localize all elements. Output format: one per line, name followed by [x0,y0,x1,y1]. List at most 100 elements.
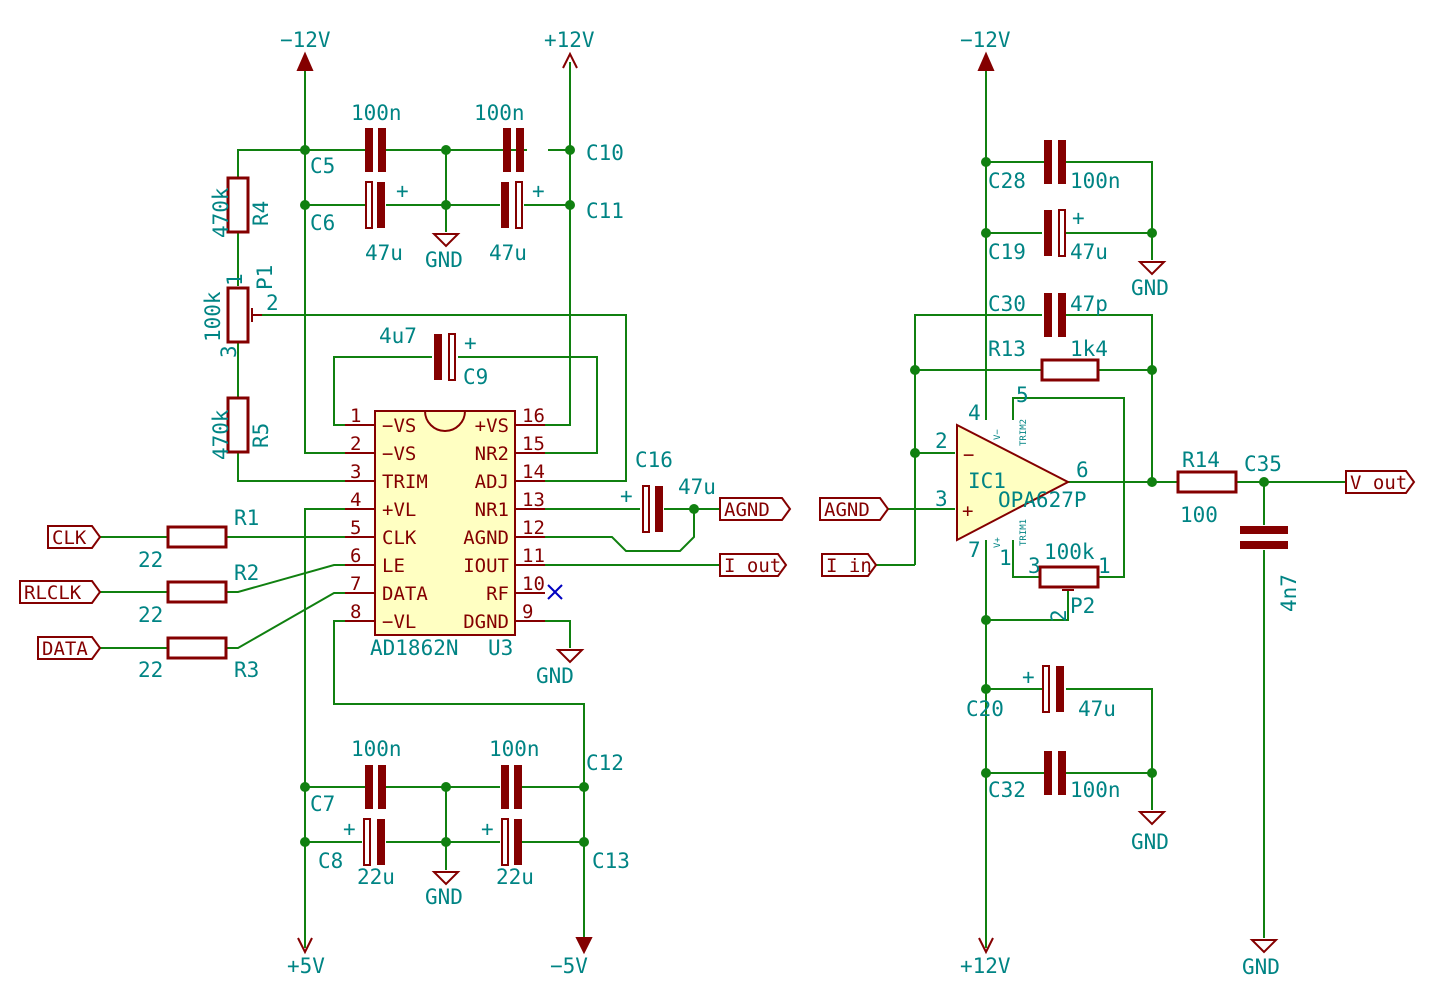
power-plus12v-left: +12V [544,28,595,69]
svg-text:2: 2 [935,429,948,453]
resistor-r2: R2 22 [138,561,259,627]
svg-text:+: + [1072,206,1085,230]
svg-text:C16: C16 [635,448,673,472]
u3-pin-number: 3 [350,461,361,483]
svg-text:C7: C7 [310,792,335,816]
svg-text:U3: U3 [488,636,513,660]
u3-pin-name: DGND [463,611,509,633]
potentiometer-p1: 100k P1 1 2 3 [201,265,279,358]
capacitor-c13: + 22u C13 [481,817,630,889]
svg-text:47u: 47u [678,475,716,499]
capacitor-c7: 100n C7 [310,737,402,816]
gnd-symbol-3: GND [425,871,463,909]
capacitor-c6: + 47u C6 [310,179,409,265]
svg-text:V_out: V_out [1350,472,1407,494]
svg-text:100n: 100n [1070,778,1121,802]
svg-text:V+: V+ [993,537,1003,548]
gnd-symbol-5: GND [1131,811,1169,854]
resistor-r13: R13 1k4 [988,337,1108,382]
svg-text:GND: GND [1131,830,1169,854]
u3-pin-number: 8 [350,601,361,623]
resistor-r5: 470k R5 [209,396,273,460]
svg-text:47u: 47u [365,241,403,265]
svg-text:+: + [481,817,494,841]
svg-text:7: 7 [968,538,981,562]
junctions-right [910,157,1269,778]
svg-text:C9: C9 [463,365,488,389]
u3-pin-name: NR1 [475,499,509,521]
svg-text:470k: 470k [209,187,233,238]
svg-text:I_in: I_in [826,555,872,577]
gnd-symbol-2: GND [536,649,585,688]
svg-text:1: 1 [999,546,1012,570]
svg-text:C19: C19 [988,240,1026,264]
svg-text:+5V: +5V [287,954,325,978]
svg-text:−: − [963,444,974,466]
svg-text:GND: GND [425,885,463,909]
svg-text:100n: 100n [1070,169,1121,193]
svg-text:GND: GND [1242,955,1280,979]
svg-text:R13: R13 [988,337,1026,361]
power-plus12v-right: +12V [960,937,1011,978]
power-minus12v-right: −12V [960,28,1011,71]
svg-text:CLK: CLK [52,527,87,549]
wires-right [876,65,1346,948]
svg-text:+12V: +12V [544,28,595,52]
capacitor-c9: + 4u7 C9 [379,324,488,389]
u3-pin-name: LE [382,555,405,577]
svg-text:4: 4 [968,401,981,425]
capacitor-c12: 100n C12 [489,737,624,809]
svg-text:22: 22 [138,548,163,572]
u3-pin-name: TRIM [382,471,428,493]
svg-text:C35: C35 [1244,452,1282,476]
svg-text:100k: 100k [201,291,225,342]
potentiometer-p2: 100k P2 3 1 2 [1028,540,1111,622]
svg-text:AD1862N: AD1862N [370,636,459,660]
svg-text:C11: C11 [586,199,624,223]
capacitor-c30: C30 47p [988,292,1108,337]
svg-text:C10: C10 [586,141,624,165]
capacitor-c32: C32 100n [988,751,1121,802]
u3-pin-number: 16 [522,405,545,427]
gnd-symbol-1: GND [425,233,463,272]
svg-text:AGND: AGND [724,499,770,521]
capacitor-c20: + C20 47u [966,665,1116,721]
svg-text:22: 22 [138,603,163,627]
svg-text:TRIM2: TRIM2 [1019,419,1029,446]
capacitor-c35: C35 4n7 [1240,452,1301,612]
svg-text:OPA627P: OPA627P [998,488,1087,512]
capacitor-c16: + C16 47u [620,448,716,533]
label-i-in: I_in [821,553,878,577]
svg-text:R14: R14 [1182,448,1220,472]
no-connect-marker [547,584,563,600]
svg-text:47u: 47u [1078,697,1116,721]
svg-text:4u7: 4u7 [379,324,417,348]
label-clk: CLK [47,525,102,549]
svg-text:R2: R2 [234,561,259,585]
svg-text:GND: GND [425,248,463,272]
svg-text:3: 3 [935,487,948,511]
svg-text:−5V: −5V [550,954,588,978]
u3-pin-number: 12 [522,517,545,539]
u3-pin-name: −VS [382,443,416,465]
svg-text:C6: C6 [310,211,335,235]
svg-text:C12: C12 [586,751,624,775]
svg-text:+: + [962,500,973,522]
svg-text:C5: C5 [310,154,335,178]
u3-pin-name: −VS [382,415,416,437]
svg-text:−12V: −12V [280,28,331,52]
u3-pin-number: 4 [350,489,361,511]
label-rlclk: RLCLK [19,580,102,604]
u3-pin-name: NR2 [475,443,509,465]
u3-pin-number: 13 [522,489,545,511]
power-minus5v: −5V [550,937,593,978]
resistor-r4: 470k R4 [209,176,273,238]
svg-text:47p: 47p [1070,292,1108,316]
svg-text:2: 2 [266,291,279,315]
svg-text:2: 2 [1047,609,1071,622]
u3-pin-number: 7 [350,573,361,595]
svg-text:V−: V− [993,429,1003,440]
